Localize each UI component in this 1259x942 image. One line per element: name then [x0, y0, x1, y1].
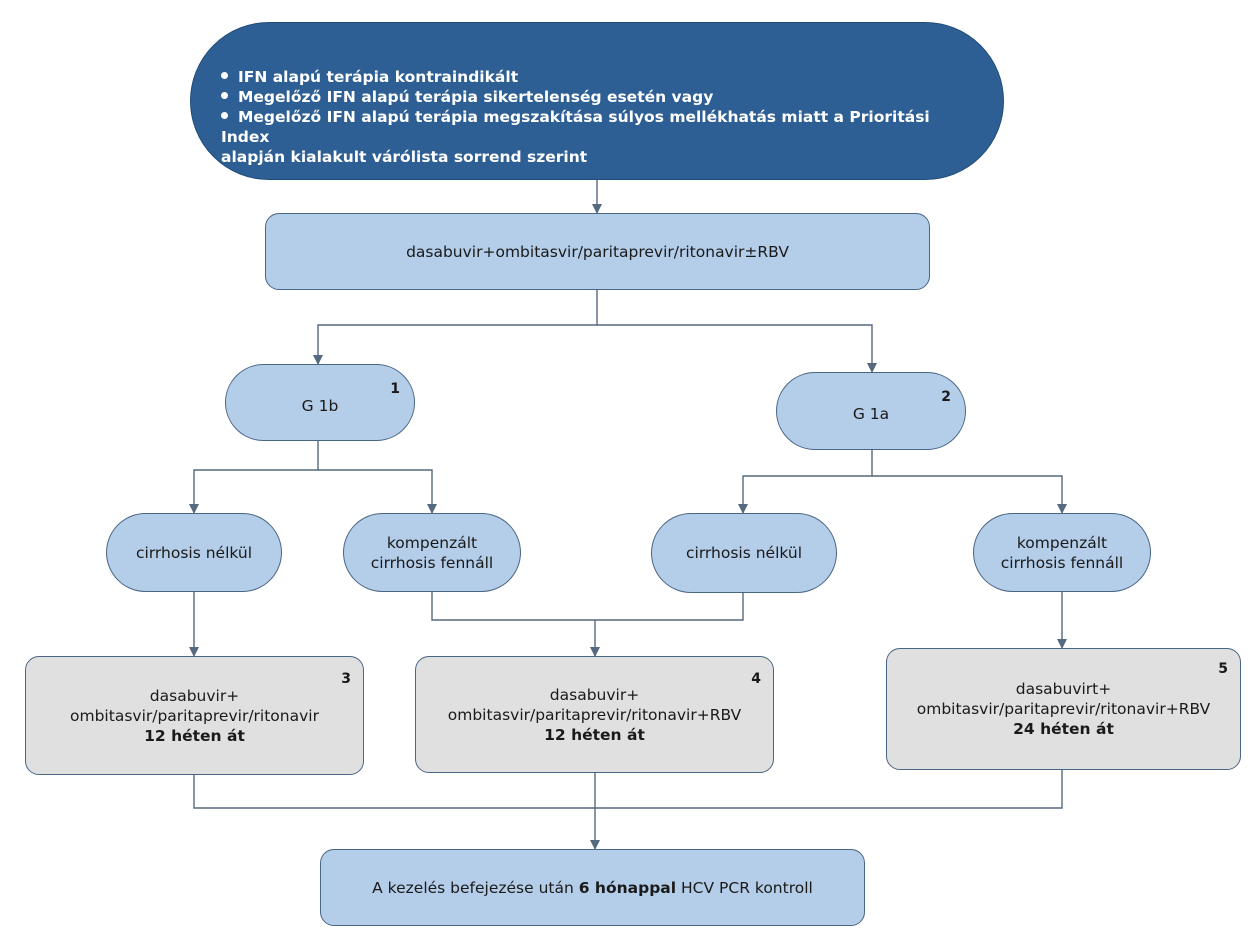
- treatment-5-number: 5: [1218, 661, 1228, 677]
- g1b-no-cirrhosis-label: cirrhosis nélkül: [135, 543, 252, 562]
- arrow-g1a-to-no-cirrhosis: [738, 450, 873, 514]
- main-regimen-box: dasabuvir+ombitasvir/paritaprevir/ritona…: [265, 213, 930, 290]
- arrow-g1b-to-no-cirrhosis: [189, 441, 319, 514]
- g1a-compensated-line2: cirrhosis fennáll: [1000, 553, 1124, 572]
- g1b-compensated-node: kompenzált cirrhosis fennáll: [343, 513, 521, 592]
- treatment-5-line1: dasabuvirt+: [1015, 680, 1112, 698]
- g1a-compensated-node: kompenzált cirrhosis fennáll: [973, 513, 1151, 592]
- treatment-3-line2: ombitasvir/paritaprevir/ritonavir: [70, 706, 319, 725]
- bullet-icon: [221, 112, 228, 119]
- arrow-merge-to-t4: [431, 592, 744, 656]
- criteria-item-1: IFN alapú terápia kontraindikált: [221, 67, 953, 87]
- treatment-3-line1: dasabuvir+: [149, 686, 240, 705]
- criteria-item-3: Megelőző IFN alapú terápia megszakítása …: [221, 108, 930, 146]
- arrow-main-to-g1a: [597, 324, 877, 373]
- treatment-4-number: 4: [751, 671, 761, 687]
- final-suffix: HCV PCR kontroll: [681, 878, 813, 897]
- treatment-4-line2: ombitasvir/paritaprevir/ritonavir+RBV: [447, 705, 742, 724]
- final-prefix: A kezelés befejezése után: [372, 878, 574, 897]
- main-regimen-label: dasabuvir+ombitasvir/paritaprevir/ritona…: [406, 242, 789, 261]
- arrow-g1a-to-compensated: [872, 475, 1067, 514]
- criteria-continuation: alapján kialakult várólista sorrend szer…: [221, 148, 588, 166]
- eligibility-criteria-box: IFN alapú terápia kontraindikált Megelőz…: [190, 22, 1004, 180]
- genotype-g1b-label: G 1b: [301, 396, 339, 415]
- g1a-no-cirrhosis-label: cirrhosis nélkül: [685, 544, 802, 562]
- treatment-3-box: 3 dasabuvir+ ombitasvir/paritaprevir/rit…: [25, 656, 364, 775]
- g1b-no-cirrhosis-node: cirrhosis nélkül: [106, 513, 282, 592]
- treatment-5-line2: ombitasvir/paritaprevir/ritonavir+RBV: [916, 700, 1211, 718]
- final-emphasis: 6 hónappal: [578, 878, 677, 897]
- g1b-compensated-line2: cirrhosis fennáll: [370, 553, 494, 572]
- final-control-box: A kezelés befejezése után 6 hónappal HCV…: [320, 849, 865, 926]
- criteria-item-2: Megelőző IFN alapú terápia sikertelenség…: [221, 87, 953, 107]
- genotype-g1a-label: G 1a: [852, 405, 890, 423]
- treatment-3-number: 3: [341, 671, 351, 687]
- genotype-g1b-node: G 1b 1: [225, 364, 415, 441]
- treatment-4-line1: dasabuvir+: [549, 685, 640, 704]
- bullet-icon: [221, 92, 228, 99]
- genotype-g1b-number: 1: [390, 381, 400, 397]
- genotype-g1a-number: 2: [941, 389, 951, 405]
- g1a-compensated-line1: kompenzált: [1016, 533, 1108, 552]
- treatment-4-box: 4 dasabuvir+ ombitasvir/paritaprevir/rit…: [415, 656, 774, 773]
- bullet-icon: [221, 72, 228, 79]
- g1a-no-cirrhosis-node: cirrhosis nélkül: [651, 513, 837, 593]
- treatment-3-duration: 12 héten át: [144, 726, 245, 745]
- arrow-main-to-g1b: [313, 290, 598, 365]
- treatment-4-duration: 12 héten át: [544, 725, 645, 744]
- treatment-5-box: 5 dasabuvirt+ ombitasvir/paritaprevir/ri…: [886, 648, 1241, 770]
- treatment-5-duration: 24 héten át: [1013, 720, 1114, 738]
- arrow-treatments-to-final: [193, 770, 1063, 849]
- g1b-compensated-line1: kompenzált: [386, 533, 478, 552]
- genotype-g1a-node: G 1a 2: [776, 372, 966, 450]
- arrow-g1b-to-compensated: [318, 469, 437, 514]
